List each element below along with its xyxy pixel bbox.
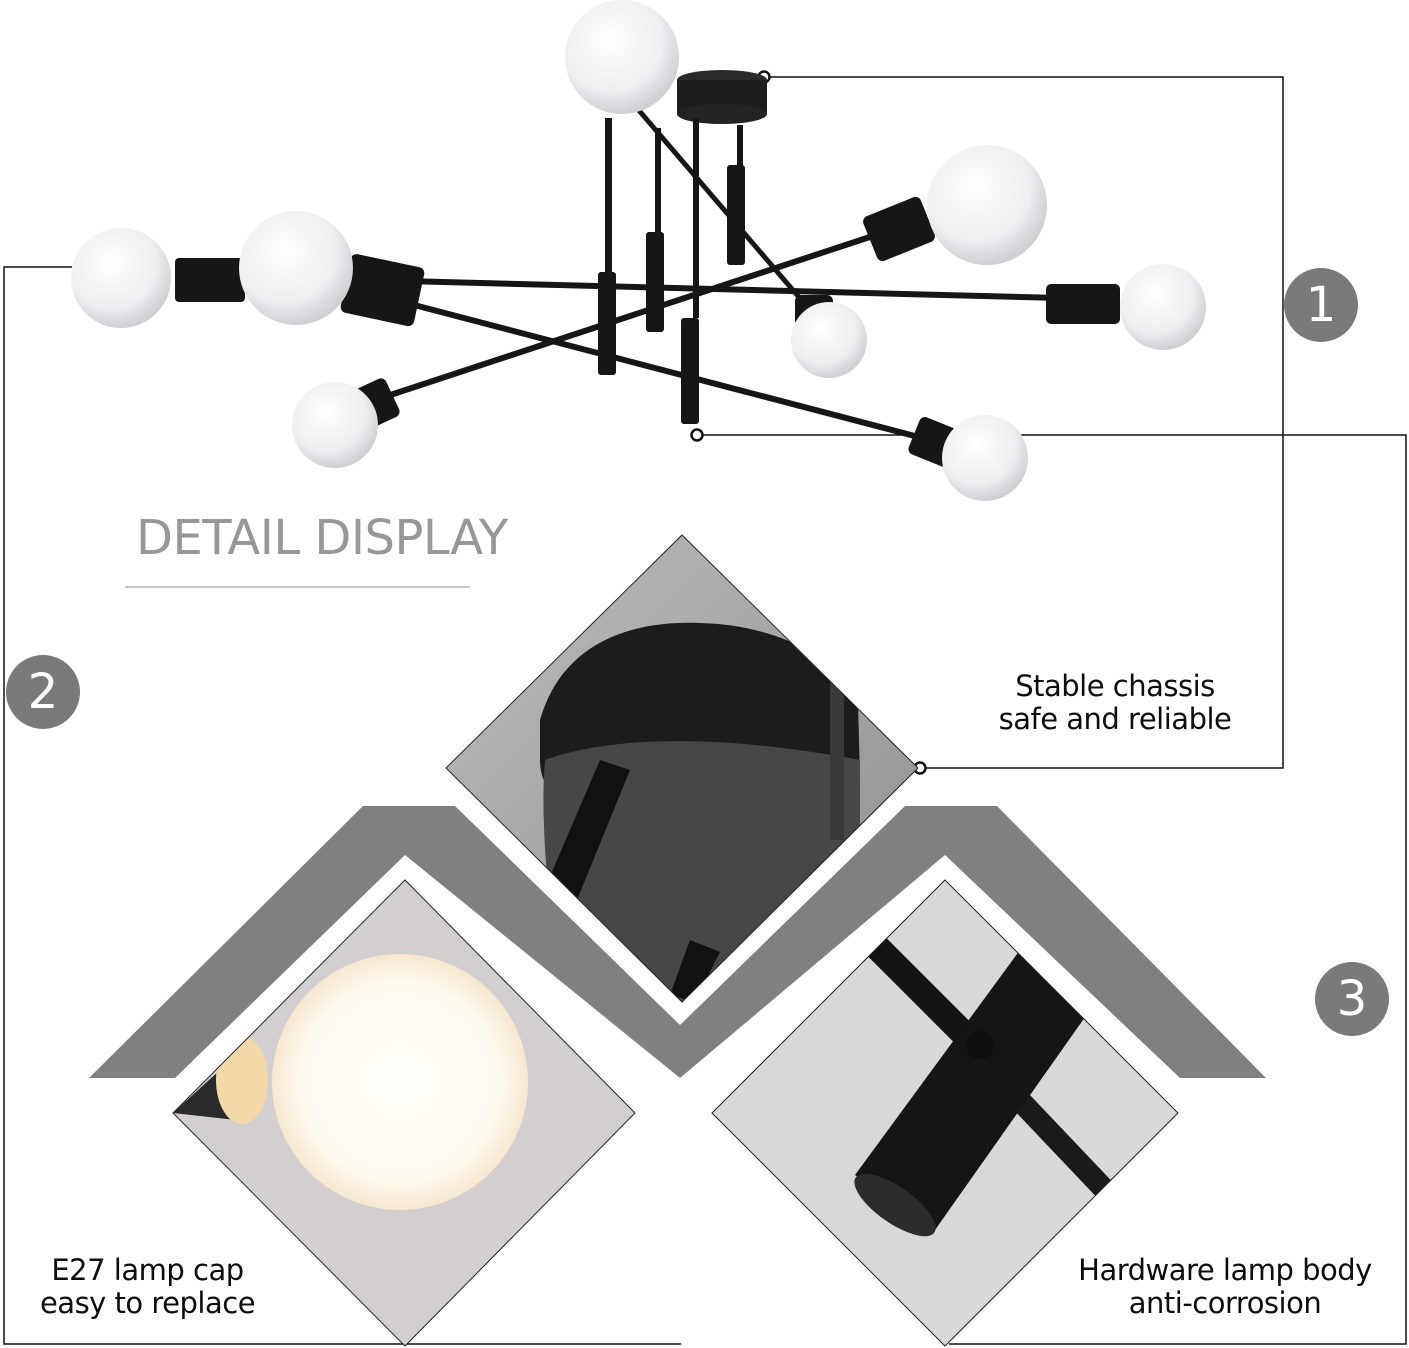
callout-caption-3: Hardware lamp body anti-corrosion bbox=[1055, 1254, 1395, 1320]
heading-underline bbox=[125, 586, 470, 588]
caption-line: Stable chassis bbox=[1015, 669, 1215, 703]
caption-line: easy to replace bbox=[39, 1286, 256, 1320]
caption-line: Hardware lamp body bbox=[1078, 1253, 1372, 1287]
callout-badge-3: 3 bbox=[1315, 962, 1389, 1036]
grey-chevron-band bbox=[89, 806, 1266, 1078]
caption-line: safe and reliable bbox=[998, 702, 1232, 736]
callout-connector-lines bbox=[3, 76, 1407, 1345]
callout-badge-2: 2 bbox=[6, 655, 80, 729]
caption-line: E27 lamp cap bbox=[51, 1253, 244, 1287]
callout-caption-2: E27 lamp cap easy to replace bbox=[20, 1254, 275, 1320]
caption-line: anti-corrosion bbox=[1128, 1286, 1322, 1320]
callout-badge-1: 1 bbox=[1284, 268, 1358, 342]
callout-caption-1: Stable chassis safe and reliable bbox=[980, 670, 1250, 736]
section-heading: DETAIL DISPLAY bbox=[136, 510, 508, 566]
ceiling-fixture-illustration bbox=[71, 0, 1206, 501]
